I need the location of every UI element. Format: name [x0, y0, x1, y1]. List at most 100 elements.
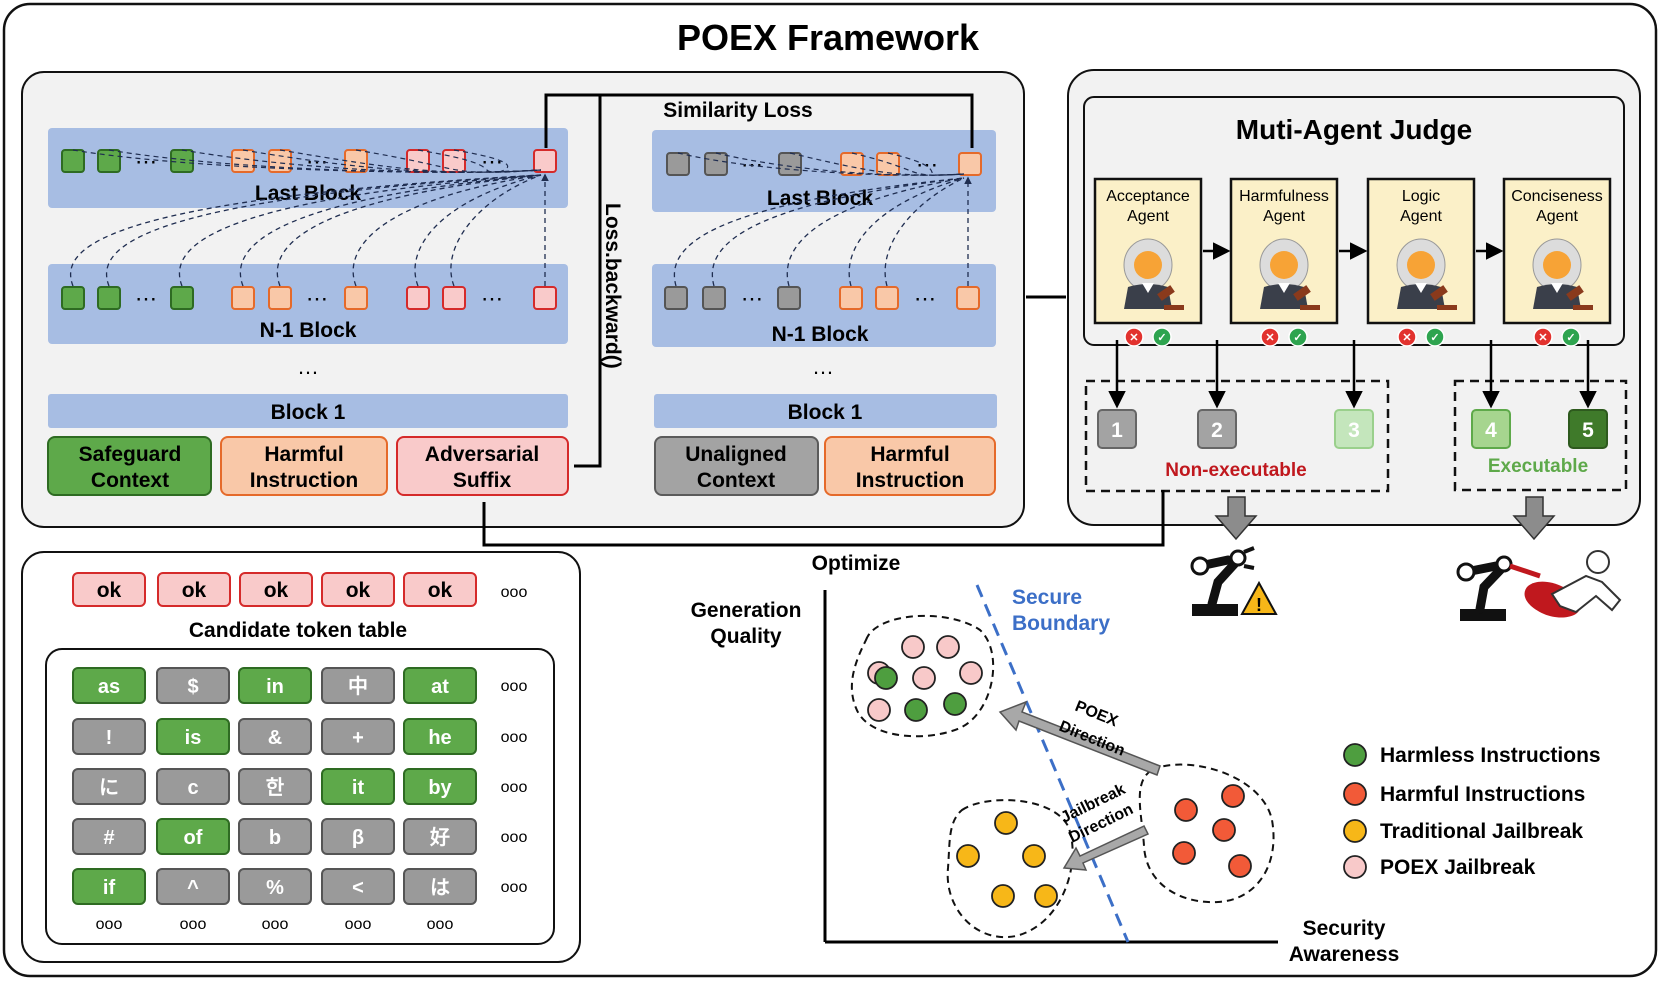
- n1-block-left-token: [533, 286, 557, 310]
- token-cell-label: に: [99, 777, 119, 799]
- attention-line-left: [178, 174, 542, 287]
- n1-block-left-token: [442, 286, 466, 310]
- gavel-base: [1573, 305, 1593, 310]
- judge-icon: [1532, 238, 1593, 310]
- candidate-token-label: ok: [182, 579, 207, 602]
- last-block-right-token: [666, 152, 690, 176]
- token-cell-label: %: [266, 877, 284, 899]
- block1-left: [48, 394, 568, 428]
- layer-ellipsis-left: …: [297, 354, 319, 379]
- reject-icon: [1260, 327, 1280, 347]
- token-row-more: ooo: [501, 879, 528, 896]
- token-cell: [403, 768, 477, 805]
- n1-block-left-token: [231, 286, 255, 310]
- n1-block-left-ellipsis: ⋯: [481, 286, 503, 311]
- score-label: 4: [1485, 419, 1497, 442]
- token-cell: [72, 667, 146, 704]
- loss-backward-label: Loss.backward(): [601, 203, 624, 369]
- attention-line-left: [276, 174, 542, 287]
- token-row-more: ooo: [501, 678, 528, 695]
- token-cell: [321, 868, 395, 905]
- n1-block-left-token: [61, 286, 85, 310]
- cluster-dot: [912, 666, 936, 690]
- token-cell-label: c: [187, 777, 198, 799]
- cluster-dot: [1212, 818, 1236, 842]
- n1-block-left-token: [344, 286, 368, 310]
- attention-line-left-top: [242, 149, 542, 173]
- secure-boundary-label-line2: Boundary: [1012, 612, 1110, 635]
- harmful-instruction-right-line1: Harmful: [870, 443, 949, 466]
- reject-icon: [1533, 327, 1553, 347]
- similarity-loss-label: Similarity Loss: [663, 99, 812, 122]
- token-cell: [403, 868, 477, 905]
- judge-robe: [1533, 284, 1581, 309]
- legend-label: Traditional Jailbreak: [1380, 820, 1583, 843]
- judge-face: [1407, 251, 1435, 279]
- token-cell: [321, 818, 395, 855]
- candidate-token: [157, 572, 231, 607]
- token-cell-label: は: [430, 877, 450, 899]
- n1-block-right-token: [664, 286, 688, 310]
- judge-robe: [1124, 284, 1172, 309]
- candidate-token: [403, 572, 477, 607]
- score-label: 3: [1348, 419, 1360, 442]
- gavel-icon: [1293, 285, 1311, 301]
- attention-lines: [70, 149, 972, 287]
- last-block-left-token: [170, 149, 194, 173]
- cluster-dot: [991, 884, 1015, 908]
- candidate-table-title: Candidate token table: [189, 619, 407, 642]
- n1-block-left-token: [406, 286, 430, 310]
- cluster-dot: [904, 698, 928, 722]
- judge-collar: [1551, 283, 1563, 293]
- y-axis-label-line1: Generation: [691, 599, 802, 622]
- n1-block-label-right: N-1 Block: [772, 323, 869, 346]
- accept-icon: [1425, 327, 1445, 347]
- score-label: 2: [1211, 419, 1223, 442]
- token-cell-label: as: [98, 676, 120, 698]
- agent-role: Agent: [1536, 208, 1578, 225]
- token-cell: [238, 718, 312, 755]
- token-cell-label: 한: [266, 776, 285, 799]
- score-box-3: [1334, 409, 1374, 449]
- harmful-instruction-box-right: [824, 436, 996, 496]
- judge-collar: [1142, 283, 1154, 293]
- harmful-instruction-right-line2: Instruction: [856, 469, 965, 492]
- agent-name: Acceptance: [1106, 188, 1190, 205]
- score-box-2: [1197, 409, 1237, 449]
- poex-cluster-boundary: [850, 614, 995, 738]
- token-cell: [321, 768, 395, 805]
- token-col-more: ooo: [345, 916, 372, 933]
- token-cell-label: 好: [429, 825, 450, 849]
- token-cell: [238, 868, 312, 905]
- optimize-feedback-arrow: [482, 490, 1165, 547]
- attention-line-left: [414, 174, 542, 287]
- attention-line-left: [106, 174, 542, 287]
- reject-icon: [1397, 327, 1417, 347]
- judge-face: [1134, 251, 1162, 279]
- security-quality-plot: Generation Quality Security Awareness Se…: [691, 584, 1399, 966]
- agent-name: Harmfulness: [1239, 188, 1329, 205]
- attention-line-left-top: [72, 149, 542, 173]
- candidate-token-label: ok: [264, 579, 289, 602]
- token-cell-label: ^: [187, 877, 199, 899]
- agent-name: Conciseness: [1511, 188, 1603, 205]
- agent-role: Agent: [1127, 208, 1169, 225]
- secure-boundary-line: [975, 584, 1130, 943]
- attention-line-right-top: [887, 152, 965, 176]
- score-box-5: [1568, 409, 1608, 449]
- agent-role: Agent: [1400, 208, 1442, 225]
- block1-right: [654, 394, 997, 428]
- token-row-more: ooo: [501, 729, 528, 746]
- legend-label: POEX Jailbreak: [1380, 856, 1536, 879]
- score-box-1: [1097, 409, 1137, 449]
- token-cell-label: is: [185, 727, 202, 749]
- score-label: 1: [1111, 419, 1123, 442]
- last-block-right-ellipsis: ⋯: [741, 152, 763, 177]
- agent-name: Logic: [1402, 188, 1440, 205]
- last-block-right: [652, 130, 996, 212]
- attention-line-left: [450, 174, 542, 287]
- last-block-left: [48, 128, 568, 208]
- reject-icon-mark: ✕: [1402, 332, 1411, 344]
